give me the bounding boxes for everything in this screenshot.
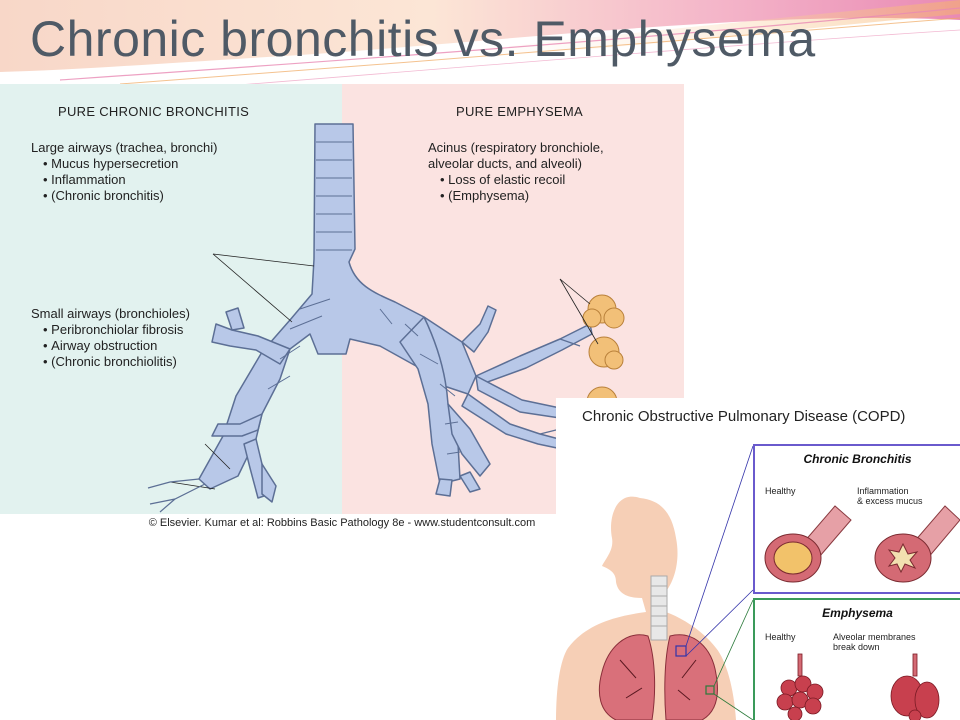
cb-healthy-label: Healthy: [765, 486, 796, 496]
trachea-icon: [650, 575, 668, 641]
emphysema-title: Emphysema: [822, 606, 893, 620]
cb-diseased-label-line2: & excess mucus: [857, 496, 923, 506]
alveoli-illustrations: [776, 653, 940, 720]
em-diseased-label: Alveolar membranes break down: [833, 632, 916, 652]
cb-diseased-label: Inflammation & excess mucus: [857, 486, 923, 506]
healthy-alveoli-icon: [776, 653, 824, 720]
cb-diseased-label-line1: Inflammation: [857, 486, 909, 496]
acinus-bullets: Loss of elastic recoil (Emphysema): [428, 172, 604, 204]
bullet-item: (Chronic bronchitis): [43, 188, 217, 204]
bullet-item: (Chronic bronchiolitis): [43, 354, 190, 370]
copd-figure-art: [556, 445, 754, 720]
slide-title: Chronic bronchitis vs. Emphysema: [30, 11, 816, 67]
airway-diagram: PURE CHRONIC BRONCHITIS PURE EMPHYSEMA L…: [0, 84, 684, 532]
right-panel-heading: PURE EMPHYSEMA: [456, 104, 584, 119]
bullet-item: Mucus hypersecretion: [43, 156, 217, 172]
emphysema-inset: Emphysema Healthy Alveolar membranes bre…: [753, 598, 960, 720]
airway-rings: [267, 141, 461, 455]
copd-title: Chronic Obstructive Pulmonary Disease (C…: [582, 408, 906, 425]
bullet-item: Loss of elastic recoil: [440, 172, 604, 188]
bullet-item: (Emphysema): [440, 188, 604, 204]
callout-lines: [169, 253, 599, 490]
bullet-item: Inflammation: [43, 172, 217, 188]
zoom-box-bronchus: [675, 645, 687, 657]
em-diseased-label-line1: Alveolar membranes: [833, 632, 916, 642]
left-panel-heading: PURE CHRONIC BRONCHITIS: [58, 104, 250, 119]
bronchus-cross-sections: [764, 505, 960, 583]
zoom-box-alveoli: [705, 685, 715, 695]
acinus-lead-line1: Acinus (respiratory bronchiole,: [428, 140, 604, 155]
acinus-lead-line2: alveolar ducts, and alveoli): [428, 156, 582, 171]
acinus-label: Acinus (respiratory bronchiole, alveolar…: [428, 140, 604, 204]
em-diseased-label-line2: break down: [833, 642, 880, 652]
copd-illustration: Chronic Obstructive Pulmonary Disease (C…: [556, 398, 960, 720]
small-airways-bullets: Peribronchiolar fibrosis Airway obstruct…: [31, 322, 190, 370]
damaged-alveoli-icon: [890, 653, 940, 720]
healthy-bronchus-icon: [764, 505, 852, 583]
bullet-item: Airway obstruction: [43, 338, 190, 354]
large-airways-lead: Large airways (trachea, bronchi): [31, 140, 218, 155]
small-airways-lead: Small airways (bronchioles): [31, 306, 190, 321]
large-airways-label: Large airways (trachea, bronchi) Mucus h…: [31, 140, 217, 204]
em-healthy-label: Healthy: [765, 632, 796, 642]
copyright-caption: © Elsevier. Kumar et al: Robbins Basic P…: [0, 514, 684, 532]
chronic-bronchitis-title: Chronic Bronchitis: [803, 452, 912, 466]
small-airways-label: Small airways (bronchioles) Peribronchio…: [31, 306, 190, 370]
lungs-icon: [598, 634, 718, 720]
header-decoration: [0, 0, 960, 90]
inflamed-bronchus-icon: [874, 505, 960, 583]
bullet-item: Peribronchiolar fibrosis: [43, 322, 190, 338]
large-airways-bullets: Mucus hypersecretion Inflammation (Chron…: [31, 156, 217, 204]
chronic-bronchitis-inset: Chronic Bronchitis Healthy Inflammation …: [753, 444, 960, 594]
